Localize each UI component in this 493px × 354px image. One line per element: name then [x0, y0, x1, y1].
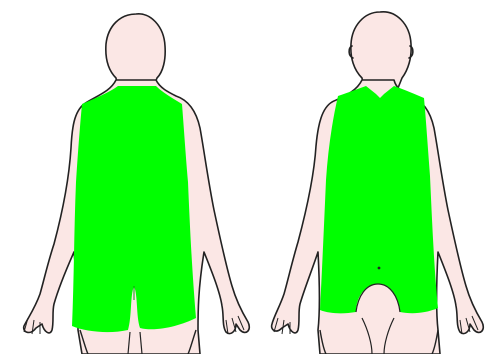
front-head — [351, 12, 411, 88]
back-head — [106, 14, 165, 88]
front-garment — [320, 86, 438, 313]
front-navel — [378, 267, 381, 270]
